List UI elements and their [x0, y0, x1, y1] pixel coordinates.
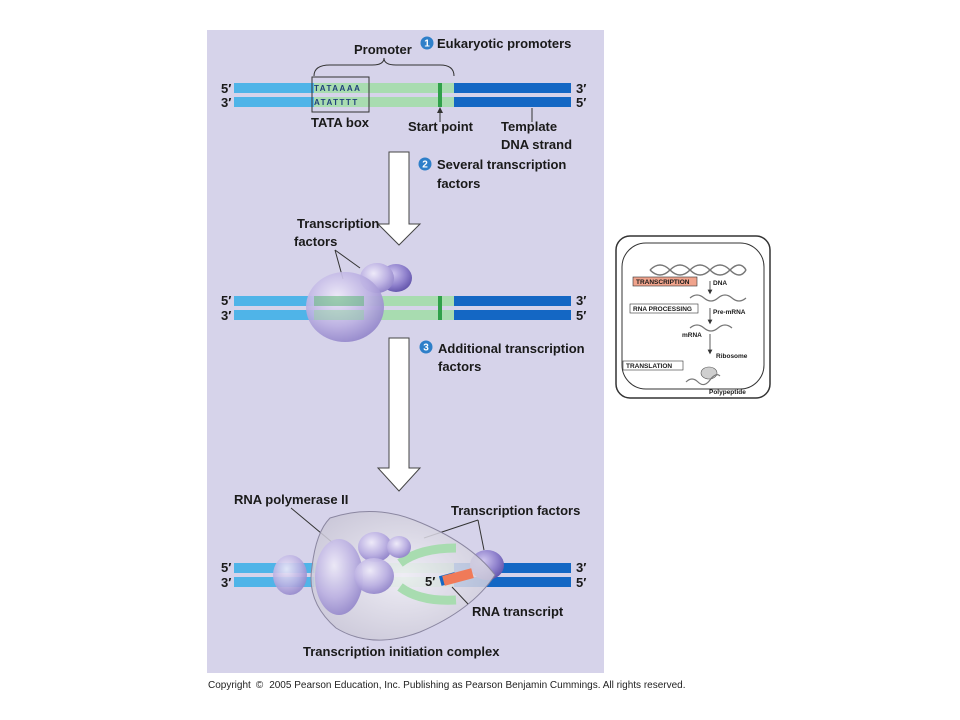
inset-mrna-label: mRNA — [682, 332, 702, 339]
inset-translation: TRANSLATION — [626, 363, 672, 370]
inset-dna: DNA — [713, 280, 727, 287]
rna-transcript — [442, 568, 474, 586]
transcription-factors-step2 — [306, 263, 412, 342]
inset-polypeptide-label: Polypeptide — [709, 389, 746, 396]
row1-right-top: 3′ — [576, 81, 586, 96]
row1-left-bottom: 3′ — [221, 95, 231, 110]
dna-row-2 — [234, 296, 571, 320]
row1-right-bottom: 5′ — [576, 95, 586, 110]
tf-pointer-2 — [334, 249, 361, 269]
step1-label: Eukaryotic promoters — [437, 36, 571, 51]
dna-bubble-bottom — [397, 583, 457, 605]
row1-left-top: 5′ — [221, 81, 231, 96]
process-overview-inset: DNA TRANSCRIPTION RNA PROCESSING Pre-mRN… — [615, 235, 771, 399]
step3-label-1: Additional transcription — [438, 341, 585, 356]
tata-sequence-bottom: ATATTTT — [314, 98, 359, 107]
inset-pre-mrna — [689, 294, 747, 302]
step-arrow-2 — [376, 337, 422, 492]
inset-ribosome — [700, 366, 718, 380]
inset-mrna — [689, 324, 733, 332]
row3-left-top: 5′ — [221, 560, 231, 575]
rna-transcript-pointer — [451, 586, 469, 605]
tata-box-label: TATA box — [311, 115, 370, 130]
inset-transcription: TRANSCRIPTION — [636, 279, 690, 286]
svg-text:1: 1 — [424, 39, 430, 50]
promoter-label: Promoter — [354, 42, 412, 57]
rna-transcript-label: RNA transcript — [472, 604, 564, 619]
inset-rna-processing: RNA PROCESSING — [633, 306, 692, 313]
step2-badge: 2 — [418, 157, 432, 171]
promoter-brace — [313, 57, 455, 77]
step1-badge: 1 — [420, 36, 434, 50]
inset-ribosome-label: Ribosome — [716, 353, 748, 360]
step3-label-2: factors — [438, 359, 481, 374]
copyright-line: Copyright © 2005 Pearson Education, Inc. P… — [208, 680, 686, 691]
svg-text:3: 3 — [423, 343, 429, 354]
row2-left-top: 5′ — [221, 293, 231, 308]
tf-label-1: Transcription — [297, 216, 379, 231]
svg-text:2: 2 — [422, 160, 428, 171]
inset-pre-mrna-label: Pre-mRNA — [713, 309, 746, 316]
complex-label: Transcription initiation complex — [303, 644, 500, 659]
tata-box-outline — [311, 76, 370, 113]
start-point-label: Start point — [408, 119, 474, 134]
row2-right-bottom: 5′ — [576, 308, 586, 323]
rna-5prime-label: 5′ — [425, 574, 435, 589]
copyright-symbol: © — [256, 680, 264, 691]
tf-right-label: Transcription factors — [451, 503, 580, 518]
inset-polypeptide-chain — [685, 374, 721, 386]
rna-polymerase-ii — [310, 511, 496, 641]
step2-label-2: factors — [437, 176, 480, 191]
step-arrow-1 — [376, 151, 422, 246]
rna-pol-label: RNA polymerase II — [234, 492, 348, 507]
template-label-1: Template — [501, 119, 557, 134]
tata-sequence-top: TATAAAA — [314, 84, 361, 93]
tf-right-pointer-1 — [477, 519, 485, 551]
row3-right-bottom: 5′ — [576, 575, 586, 590]
inset-dna-helix — [649, 264, 747, 276]
row2-right-top: 3′ — [576, 293, 586, 308]
tf-label-2: factors — [294, 234, 337, 249]
copyright-text: 2005 Pearson Education, Inc. Publishing … — [269, 680, 685, 691]
step2-label-1: Several transcription — [437, 157, 566, 172]
dna-row-1 — [234, 83, 571, 107]
left-transcription-factor — [273, 555, 307, 595]
copyright-prefix: Copyright — [208, 680, 251, 691]
dna-bubble-top — [397, 543, 457, 567]
complex-transcription-factors — [315, 532, 411, 615]
row2-left-bottom: 3′ — [221, 308, 231, 323]
template-label-2: DNA strand — [501, 137, 572, 152]
row3-left-bottom: 3′ — [221, 575, 231, 590]
row3-right-top: 3′ — [576, 560, 586, 575]
step3-badge: 3 — [419, 340, 433, 354]
